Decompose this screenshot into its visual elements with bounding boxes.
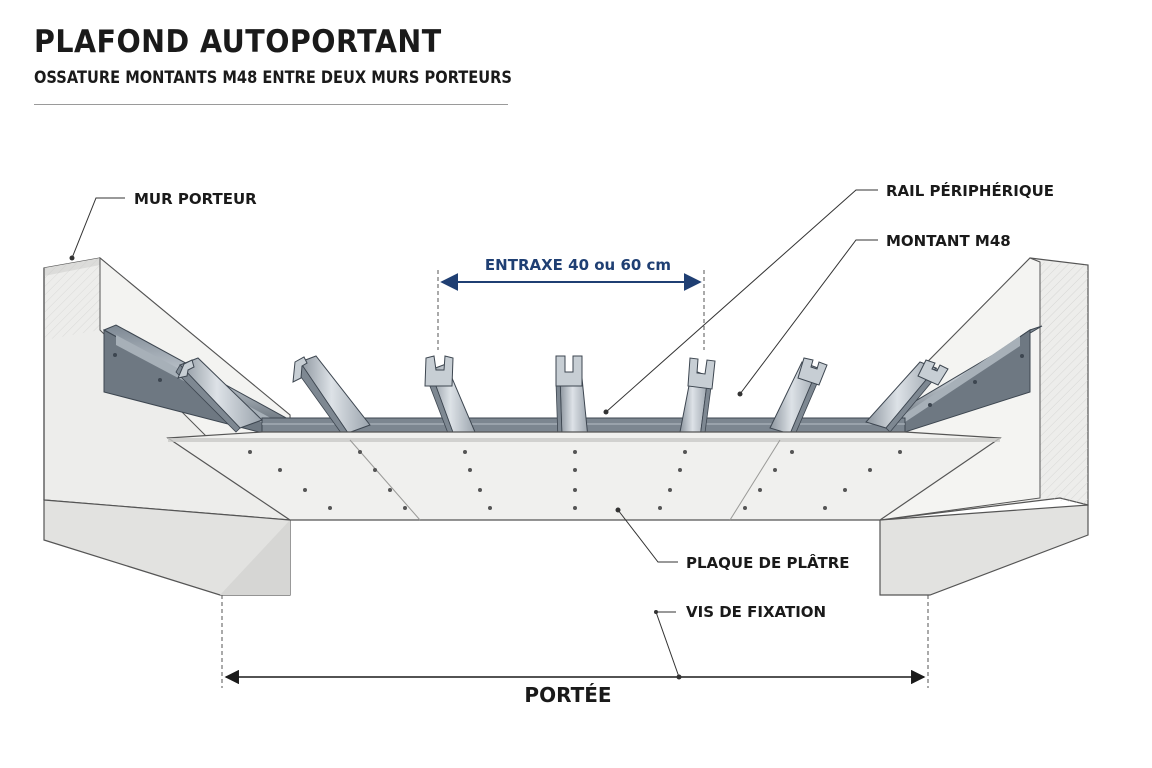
callout-rail-peripherique: RAIL PÉRIPHÉRIQUE — [603, 181, 1054, 415]
header-divider — [34, 104, 508, 105]
vis-label: VIS DE FIXATION — [686, 603, 826, 621]
portee-dimension: PORTÉE — [221, 595, 929, 707]
plaque-label: PLAQUE DE PLÂTRE — [686, 553, 850, 572]
stud — [555, 355, 589, 441]
stud — [175, 357, 263, 433]
page-title: PLAFOND AUTOPORTANT — [34, 24, 442, 60]
entraxe-dimension: ENTRAXE 40 ou 60 cm — [437, 256, 705, 350]
callout-vis: VIS DE FIXATION — [654, 603, 826, 680]
plasterboard — [166, 431, 1002, 521]
callout-montant: MONTANT M48 — [737, 232, 1011, 397]
stud — [865, 359, 949, 433]
stud — [679, 357, 716, 441]
mur-porteur-label: MUR PORTEUR — [134, 190, 257, 208]
entraxe-label: ENTRAXE 40 ou 60 cm — [485, 256, 671, 274]
stud — [424, 355, 476, 442]
screws — [248, 450, 902, 510]
portee-label: PORTÉE — [524, 683, 611, 707]
page-subtitle: OSSATURE MONTANTS M48 ENTRE DEUX MURS PO… — [34, 68, 512, 88]
stud — [292, 355, 371, 438]
callout-plaque: PLAQUE DE PLÂTRE — [615, 507, 850, 572]
montant-label: MONTANT M48 — [886, 232, 1011, 250]
callout-mur-porteur: MUR PORTEUR — [69, 190, 257, 261]
stud — [769, 357, 828, 438]
header: PLAFOND AUTOPORTANT OSSATURE MONTANTS M4… — [34, 24, 590, 88]
rail-peripherique-label: RAIL PÉRIPHÉRIQUE — [886, 181, 1054, 200]
studs — [175, 355, 949, 442]
